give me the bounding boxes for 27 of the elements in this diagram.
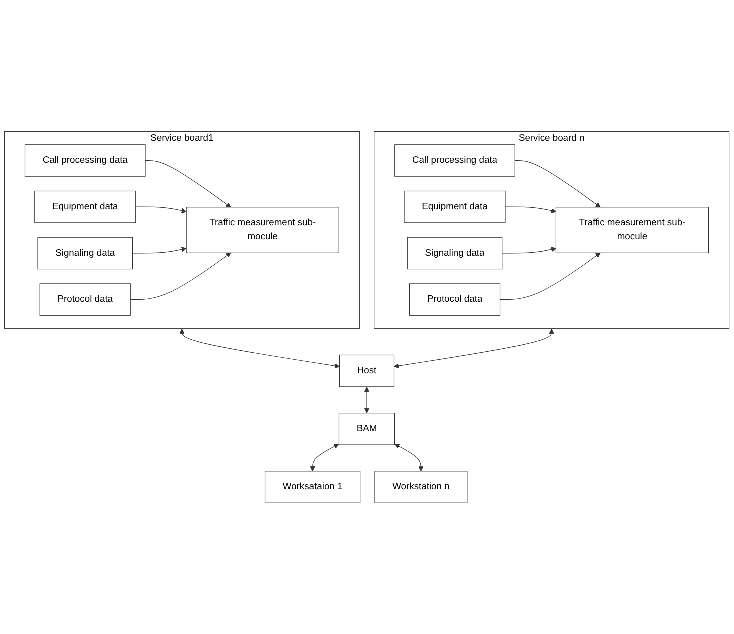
arrow xyxy=(180,328,340,368)
node-box: Signaling data xyxy=(407,236,503,270)
node-box: BAM xyxy=(338,412,396,445)
arrow xyxy=(130,252,232,300)
node-box: Signaling data xyxy=(38,236,134,270)
arrow xyxy=(394,444,424,472)
arrow xyxy=(502,246,556,254)
arrow xyxy=(514,160,601,208)
arrow xyxy=(500,252,601,300)
node-box: Traffic measurement sub-mocule xyxy=(186,206,340,254)
arrow xyxy=(394,328,554,368)
node-box: Host xyxy=(339,354,395,387)
node-box: Worksataion 1 xyxy=(264,470,361,503)
node-box: Equipment data xyxy=(404,190,506,223)
node-box: Call processing data xyxy=(394,144,516,176)
node-box: Protocol data xyxy=(40,283,131,316)
node-box: Traffic measurement sub-mocule xyxy=(556,206,710,254)
arrow xyxy=(310,444,340,472)
arrow xyxy=(505,206,556,214)
node-box: Call processing data xyxy=(24,144,146,176)
node-box: Workstation n xyxy=(374,470,468,503)
arrow xyxy=(136,206,187,214)
node-box: Equipment data xyxy=(34,190,136,223)
node-box: Protocol data xyxy=(409,283,501,316)
arrow xyxy=(132,246,187,254)
arrow xyxy=(364,386,370,414)
arrow xyxy=(145,160,232,208)
